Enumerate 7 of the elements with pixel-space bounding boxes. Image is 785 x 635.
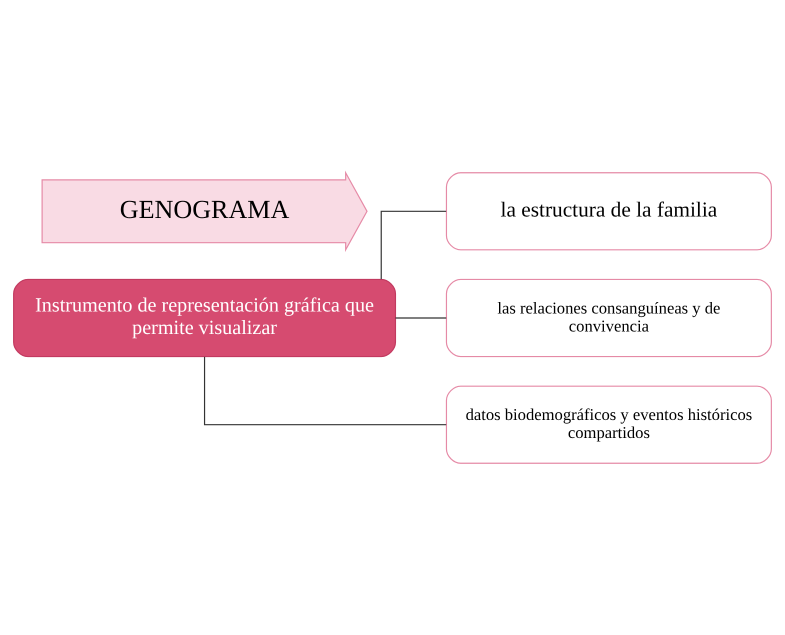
connector: [204, 356, 446, 425]
connector: [395, 316, 446, 318]
node-box: datos biodemográficos y eventos históricos compartidos: [446, 385, 772, 464]
node-box: Instrumento de representación gráfica que permite visualizar: [13, 278, 396, 357]
connector: [380, 210, 446, 279]
node-box: las relaciones consanguíneas y de convivencia: [446, 278, 772, 357]
node-box: la estructura de la familia: [446, 172, 772, 250]
